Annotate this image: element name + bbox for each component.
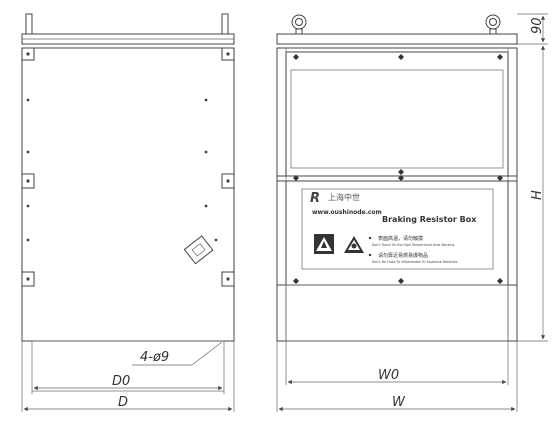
- plate-warning-2-en: Don't Be Close To Inflammable Or Explosi…: [372, 260, 458, 264]
- dim-w-label: W: [392, 395, 406, 410]
- plate-title: Braking Resistor Box: [382, 215, 477, 224]
- hole-spec-label: 4-ø9: [140, 350, 169, 365]
- upper-panel: [285, 51, 509, 177]
- dim-w0-label: W0: [378, 368, 399, 383]
- plate-website: www.oushinode.com: [312, 209, 382, 216]
- left-lifting-eye: [291, 14, 307, 35]
- dim-top-label: 90: [530, 17, 545, 34]
- side-base: [31, 340, 225, 392]
- side-body: [21, 47, 235, 342]
- plate-warning-1-cn: 表面高温，请勿触摸: [378, 235, 423, 242]
- plate-warning-2-cn: 请勿靠近易燃易爆物品: [378, 252, 428, 259]
- fastener-marks: [293, 54, 503, 284]
- left-post: [25, 13, 33, 35]
- plate-warning-1-en: Don't Touch On the High Temperature Area…: [372, 243, 454, 247]
- plate-logo-mark: R: [310, 191, 320, 206]
- side-view: [21, 13, 235, 412]
- dim-h-label: H: [530, 190, 545, 200]
- label-plate: [301, 188, 494, 270]
- warning-triangle-2: [344, 236, 364, 253]
- front-base: [285, 284, 509, 342]
- front-top-bar: [276, 33, 518, 45]
- dim-d-label: D: [118, 395, 128, 410]
- right-post: [221, 13, 229, 35]
- warning-triangle-1: [314, 234, 334, 254]
- terminal-block: [183, 235, 214, 265]
- dim-d0-label: D0: [112, 374, 130, 389]
- plate-logo-cn: 上海中世: [328, 192, 360, 202]
- mesh-grille: [290, 69, 504, 169]
- side-dots: [26, 52, 230, 281]
- right-lifting-eye: [485, 14, 501, 35]
- front-view: [276, 13, 548, 412]
- side-brackets: [21, 47, 235, 287]
